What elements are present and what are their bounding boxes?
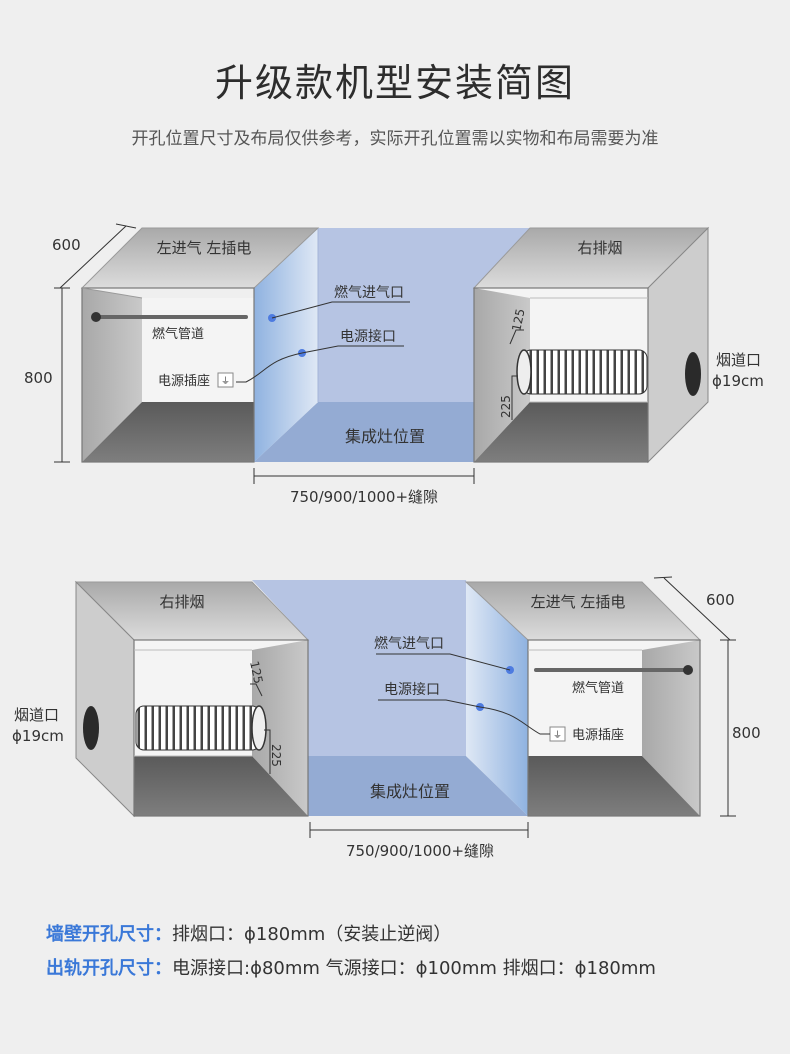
flue-size: ϕ19cm [12, 727, 64, 745]
power-socket-icon [217, 372, 234, 388]
left-cabinet-label: 左进气 左插电 [157, 239, 252, 257]
flue-hole [685, 352, 701, 396]
right-cabinet-label: 左进气 左插电 [531, 593, 626, 611]
stove-floor [254, 402, 474, 462]
gas-inlet-leader [376, 653, 511, 671]
height-label: 800 [24, 369, 53, 387]
stove-back-wall [252, 580, 466, 756]
svg-text:⏚: ⏚ [553, 730, 562, 741]
exhaust-hose [522, 349, 648, 395]
depth-label: 600 [52, 236, 81, 254]
exhaust-hose [135, 705, 261, 751]
stove-floor [308, 756, 528, 816]
gas-pipe-end [91, 312, 101, 322]
width-label: 750/900/1000+缝隙 [346, 842, 494, 860]
right-cabinet [472, 226, 710, 464]
left-cabinet [80, 227, 320, 463]
right-cabinet-inner-wall [474, 288, 530, 462]
page-title: 升级款机型安装简图 [214, 61, 575, 105]
dim-125-label: 125 [247, 660, 265, 685]
power-port-label: 电源接口 [384, 681, 440, 698]
rail-hole-note-label: 出轨开孔尺寸： [46, 958, 172, 979]
height-label: 800 [732, 724, 761, 742]
page-subtitle: 开孔位置尺寸及布局仅供参考，实际开孔位置需以实物和布局需要为准 [131, 129, 659, 149]
flue-label: 烟道口 [14, 706, 59, 724]
stove-position-label: 集成灶位置 [370, 782, 450, 801]
dim-125-label: 125 [509, 307, 527, 332]
stove-side-panel [254, 228, 318, 462]
gas-inlet-label: 燃气进气口 [374, 635, 444, 652]
diagram-2: 燃气管道 ⏚ 电源插座 燃气进气口 电源接口 集成灶位置 右排烟 左进气 左插电… [12, 576, 761, 860]
rail-hole-note: 出轨开孔尺寸：电源接口:ϕ80mm 气源接口：ϕ100mm 排烟口：ϕ180mm [46, 952, 656, 986]
power-port-leader [378, 699, 481, 708]
dim-225-label: 225 [499, 395, 513, 418]
rail-hole-note-text: 电源接口:ϕ80mm 气源接口：ϕ100mm 排烟口：ϕ180mm [172, 958, 656, 979]
left-cabinet-floor [134, 756, 308, 816]
dim-225-label: 225 [269, 744, 283, 767]
wall-hole-note-label: 墙壁开孔尺寸： [46, 924, 172, 945]
width-label: 750/900/1000+缝隙 [290, 488, 438, 506]
stove-position-label: 集成灶位置 [345, 427, 425, 446]
flue-size: ϕ19cm [712, 372, 764, 390]
right-cabinet-label: 右排烟 [577, 239, 622, 257]
gas-pipe-label: 燃气管道 [152, 326, 204, 342]
svg-text:⏚: ⏚ [221, 376, 230, 387]
hole-size-notes: 墙壁开孔尺寸：排烟口：ϕ180mm（安装止逆阀） 出轨开孔尺寸：电源接口:ϕ80… [46, 918, 656, 986]
depth-dimension-line [663, 577, 731, 641]
left-cabinet [74, 580, 310, 818]
right-cabinet-floor [528, 756, 700, 816]
depth-label: 600 [706, 591, 735, 609]
power-cable [236, 352, 303, 383]
left-cabinet-label: 右排烟 [159, 593, 204, 611]
wall-hole-note-text: 排烟口：ϕ180mm（安装止逆阀） [172, 924, 452, 945]
stove-area [254, 228, 530, 462]
flue-hole [83, 706, 99, 750]
right-cabinet-right-wall [642, 640, 700, 816]
left-cabinet-floor [82, 402, 254, 462]
wall-hole-note: 墙壁开孔尺寸：排烟口：ϕ180mm（安装止逆阀） [46, 918, 656, 952]
power-cable [479, 706, 550, 735]
left-cabinet-inner-wall [252, 640, 308, 816]
gas-inlet-label: 燃气进气口 [334, 284, 404, 301]
right-cabinet-floor [474, 402, 648, 462]
gas-pipe-end [683, 665, 693, 675]
depth-dimension-line [59, 225, 127, 289]
stove-area [252, 580, 528, 816]
flue-label: 烟道口 [716, 351, 761, 369]
gas-inlet-leader [271, 301, 410, 319]
power-socket-label: 电源插座 [572, 728, 624, 743]
stove-side-panel [466, 580, 528, 816]
gas-pipe-label: 燃气管道 [572, 680, 624, 696]
left-cabinet-left-wall [82, 288, 142, 462]
power-port-label: 电源接口 [340, 328, 396, 345]
diagram-1: 燃气管道 电源插座 ⏚ 燃气进气口 电源接口 集成灶位置 左进气 左插电 右排烟… [24, 223, 764, 506]
power-port-leader [301, 345, 404, 354]
power-socket-label: 电源插座 [158, 374, 210, 389]
